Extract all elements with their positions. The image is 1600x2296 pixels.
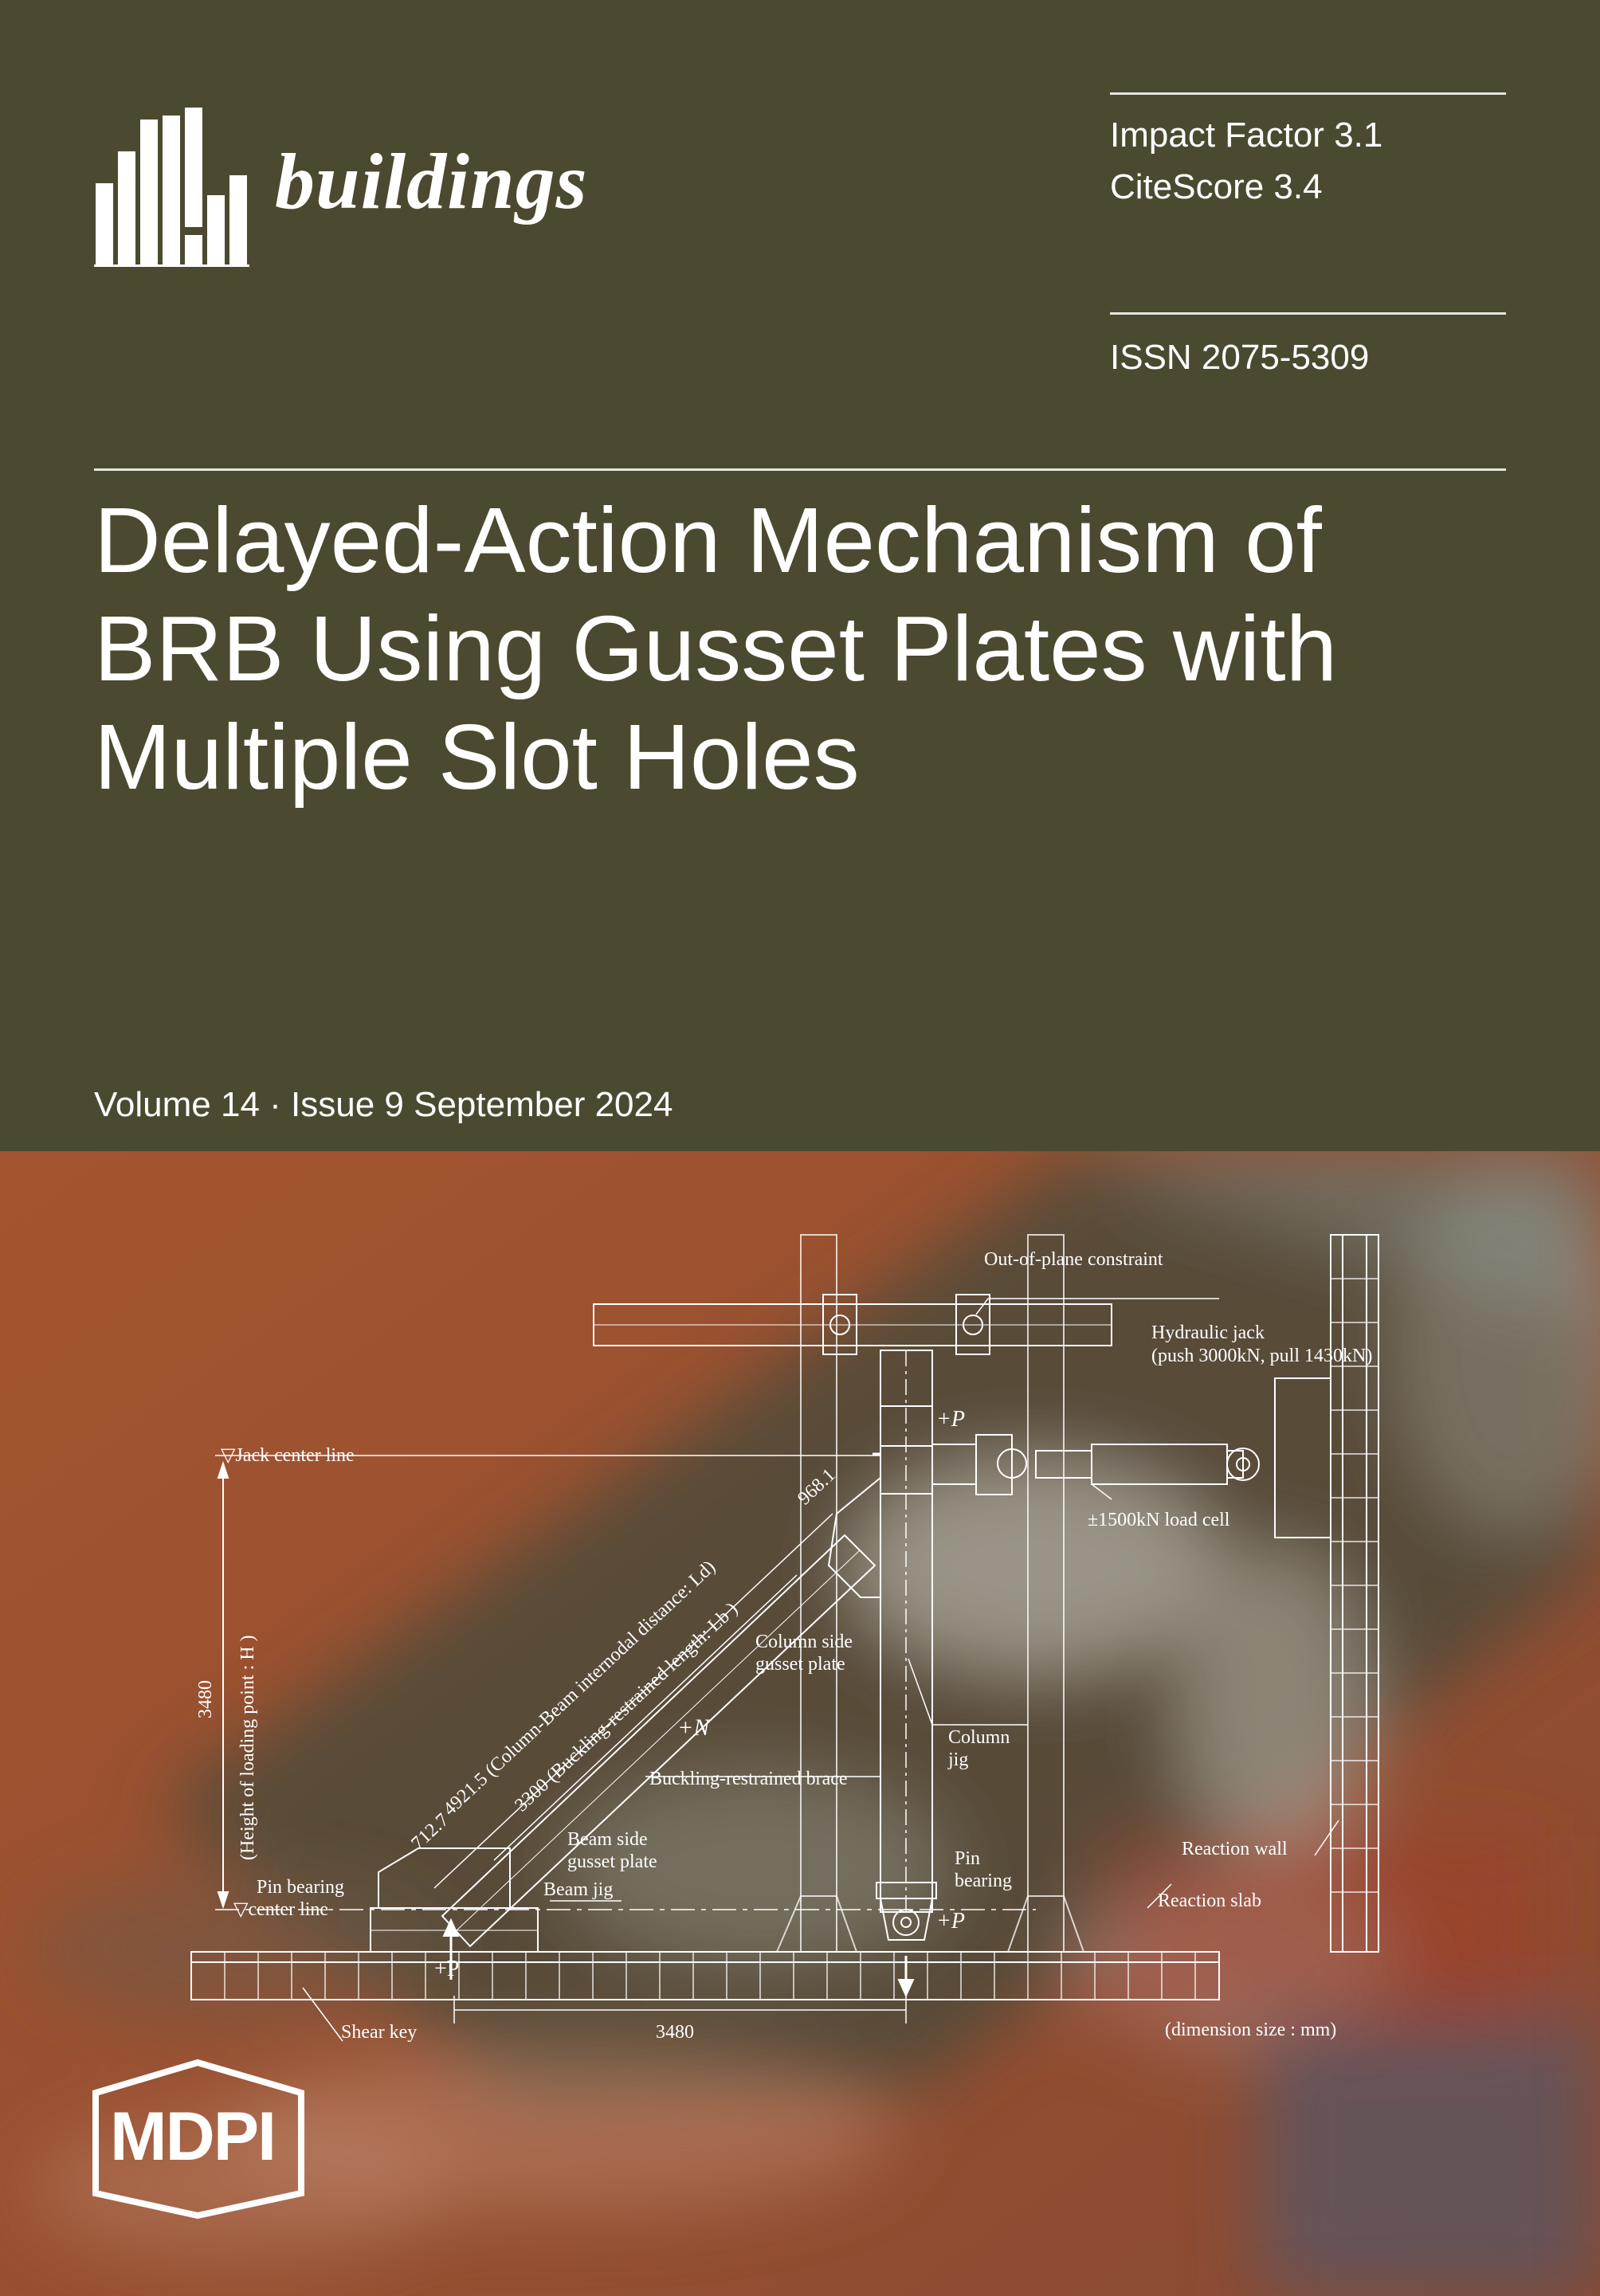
impact-factor: Impact Factor 3.1 <box>1110 116 1383 155</box>
out-of-plane-constraint-label: Out-of-plane constraint <box>984 1249 1163 1270</box>
pin-bearing-right-label-1: Pin <box>955 1848 980 1869</box>
issn: ISSN 2075-5309 <box>1110 338 1370 377</box>
height-of-loading-point-label: (Height of loading point : H ) <box>237 1635 258 1860</box>
column-side-gusset-label-1: Column side <box>755 1632 853 1652</box>
cover-photo-with-test-setup-diagram: Out-of-plane constraint Hydraulic jack (… <box>0 1151 1600 2296</box>
article-title: Delayed-Action Mechanism of BRB Using Gu… <box>94 486 1528 811</box>
column-jig-label-2: jig <box>947 1749 968 1770</box>
column-side-gusset-label-2: gusset plate <box>755 1654 845 1675</box>
reaction-slab-label: Reaction slab <box>1158 1890 1261 1911</box>
height-value-label: 3480 <box>195 1680 216 1718</box>
article-title-line-2: BRB Using Gusset Plates with <box>94 597 1338 700</box>
pin-bearing-right-label-2: bearing <box>955 1871 1012 1891</box>
title-divider <box>94 468 1506 471</box>
buildings-logo-icon <box>94 108 249 267</box>
beam-side-gusset-label-1: Beam side <box>567 1829 648 1850</box>
citescore: CiteScore 3.4 <box>1110 167 1323 206</box>
reaction-wall-shape <box>1330 1234 1379 1953</box>
plus-p-pin-label: +P <box>936 1909 965 1934</box>
journal-name: buildings <box>275 137 588 225</box>
hydraulic-jack-mount <box>1274 1377 1331 1538</box>
mdpi-logo-icon <box>92 2059 304 2219</box>
volume-issue-date: Volume 14 · Issue 9 September 2024 <box>94 1085 673 1124</box>
load-cell-label: ±1500kN load cell <box>1088 1510 1230 1530</box>
article-title-line-3: Multiple Slot Holes <box>94 705 860 809</box>
article-title-line-1: Delayed-Action Mechanism of <box>94 488 1322 592</box>
buckling-restrained-brace-shape <box>441 1534 876 1948</box>
pin-bearing-left-label-1: Pin bearing <box>257 1877 344 1898</box>
beam-jig-label: Beam jig <box>543 1879 613 1900</box>
reaction-slab-shape <box>190 1951 1220 2000</box>
metrics-middle-divider <box>1110 312 1506 315</box>
metrics-top-divider <box>1110 92 1506 95</box>
diagram-linework <box>190 1234 1379 2042</box>
publisher-name: MDPI <box>110 2098 276 2175</box>
plus-n-label: +N <box>677 1714 711 1741</box>
pin-bearing-left-label-2: ▽center line <box>233 1899 328 1920</box>
test-setup-diagram: Out-of-plane constraint Hydraulic jack (… <box>0 1151 1600 2296</box>
jack-center-line-label: ▽Jack center line <box>221 1445 355 1466</box>
shear-key-label: Shear key <box>341 2022 417 2043</box>
hydraulic-jack-capacity-label: (push 3000kN, pull 1430kN) <box>1151 1346 1372 1366</box>
cover-header-panel: buildings Impact Factor 3.1 CiteScore 3.… <box>94 92 1528 1124</box>
reaction-wall-label: Reaction wall <box>1182 1839 1288 1859</box>
column-jig-label-1: Column <box>948 1727 1010 1748</box>
plus-p-top-label: +P <box>936 1407 965 1432</box>
beam-side-gusset-label-2: gusset plate <box>567 1851 657 1872</box>
dimension-unit-note: (dimension size : mm) <box>1165 2020 1336 2040</box>
plus-p-beam-label: +P <box>434 1957 459 1981</box>
width-dimension-label: 3480 <box>656 2022 694 2043</box>
buckling-restrained-brace-label: Buckling-restrained brace <box>649 1769 848 1789</box>
hydraulic-jack-label: Hydraulic jack <box>1151 1322 1265 1343</box>
